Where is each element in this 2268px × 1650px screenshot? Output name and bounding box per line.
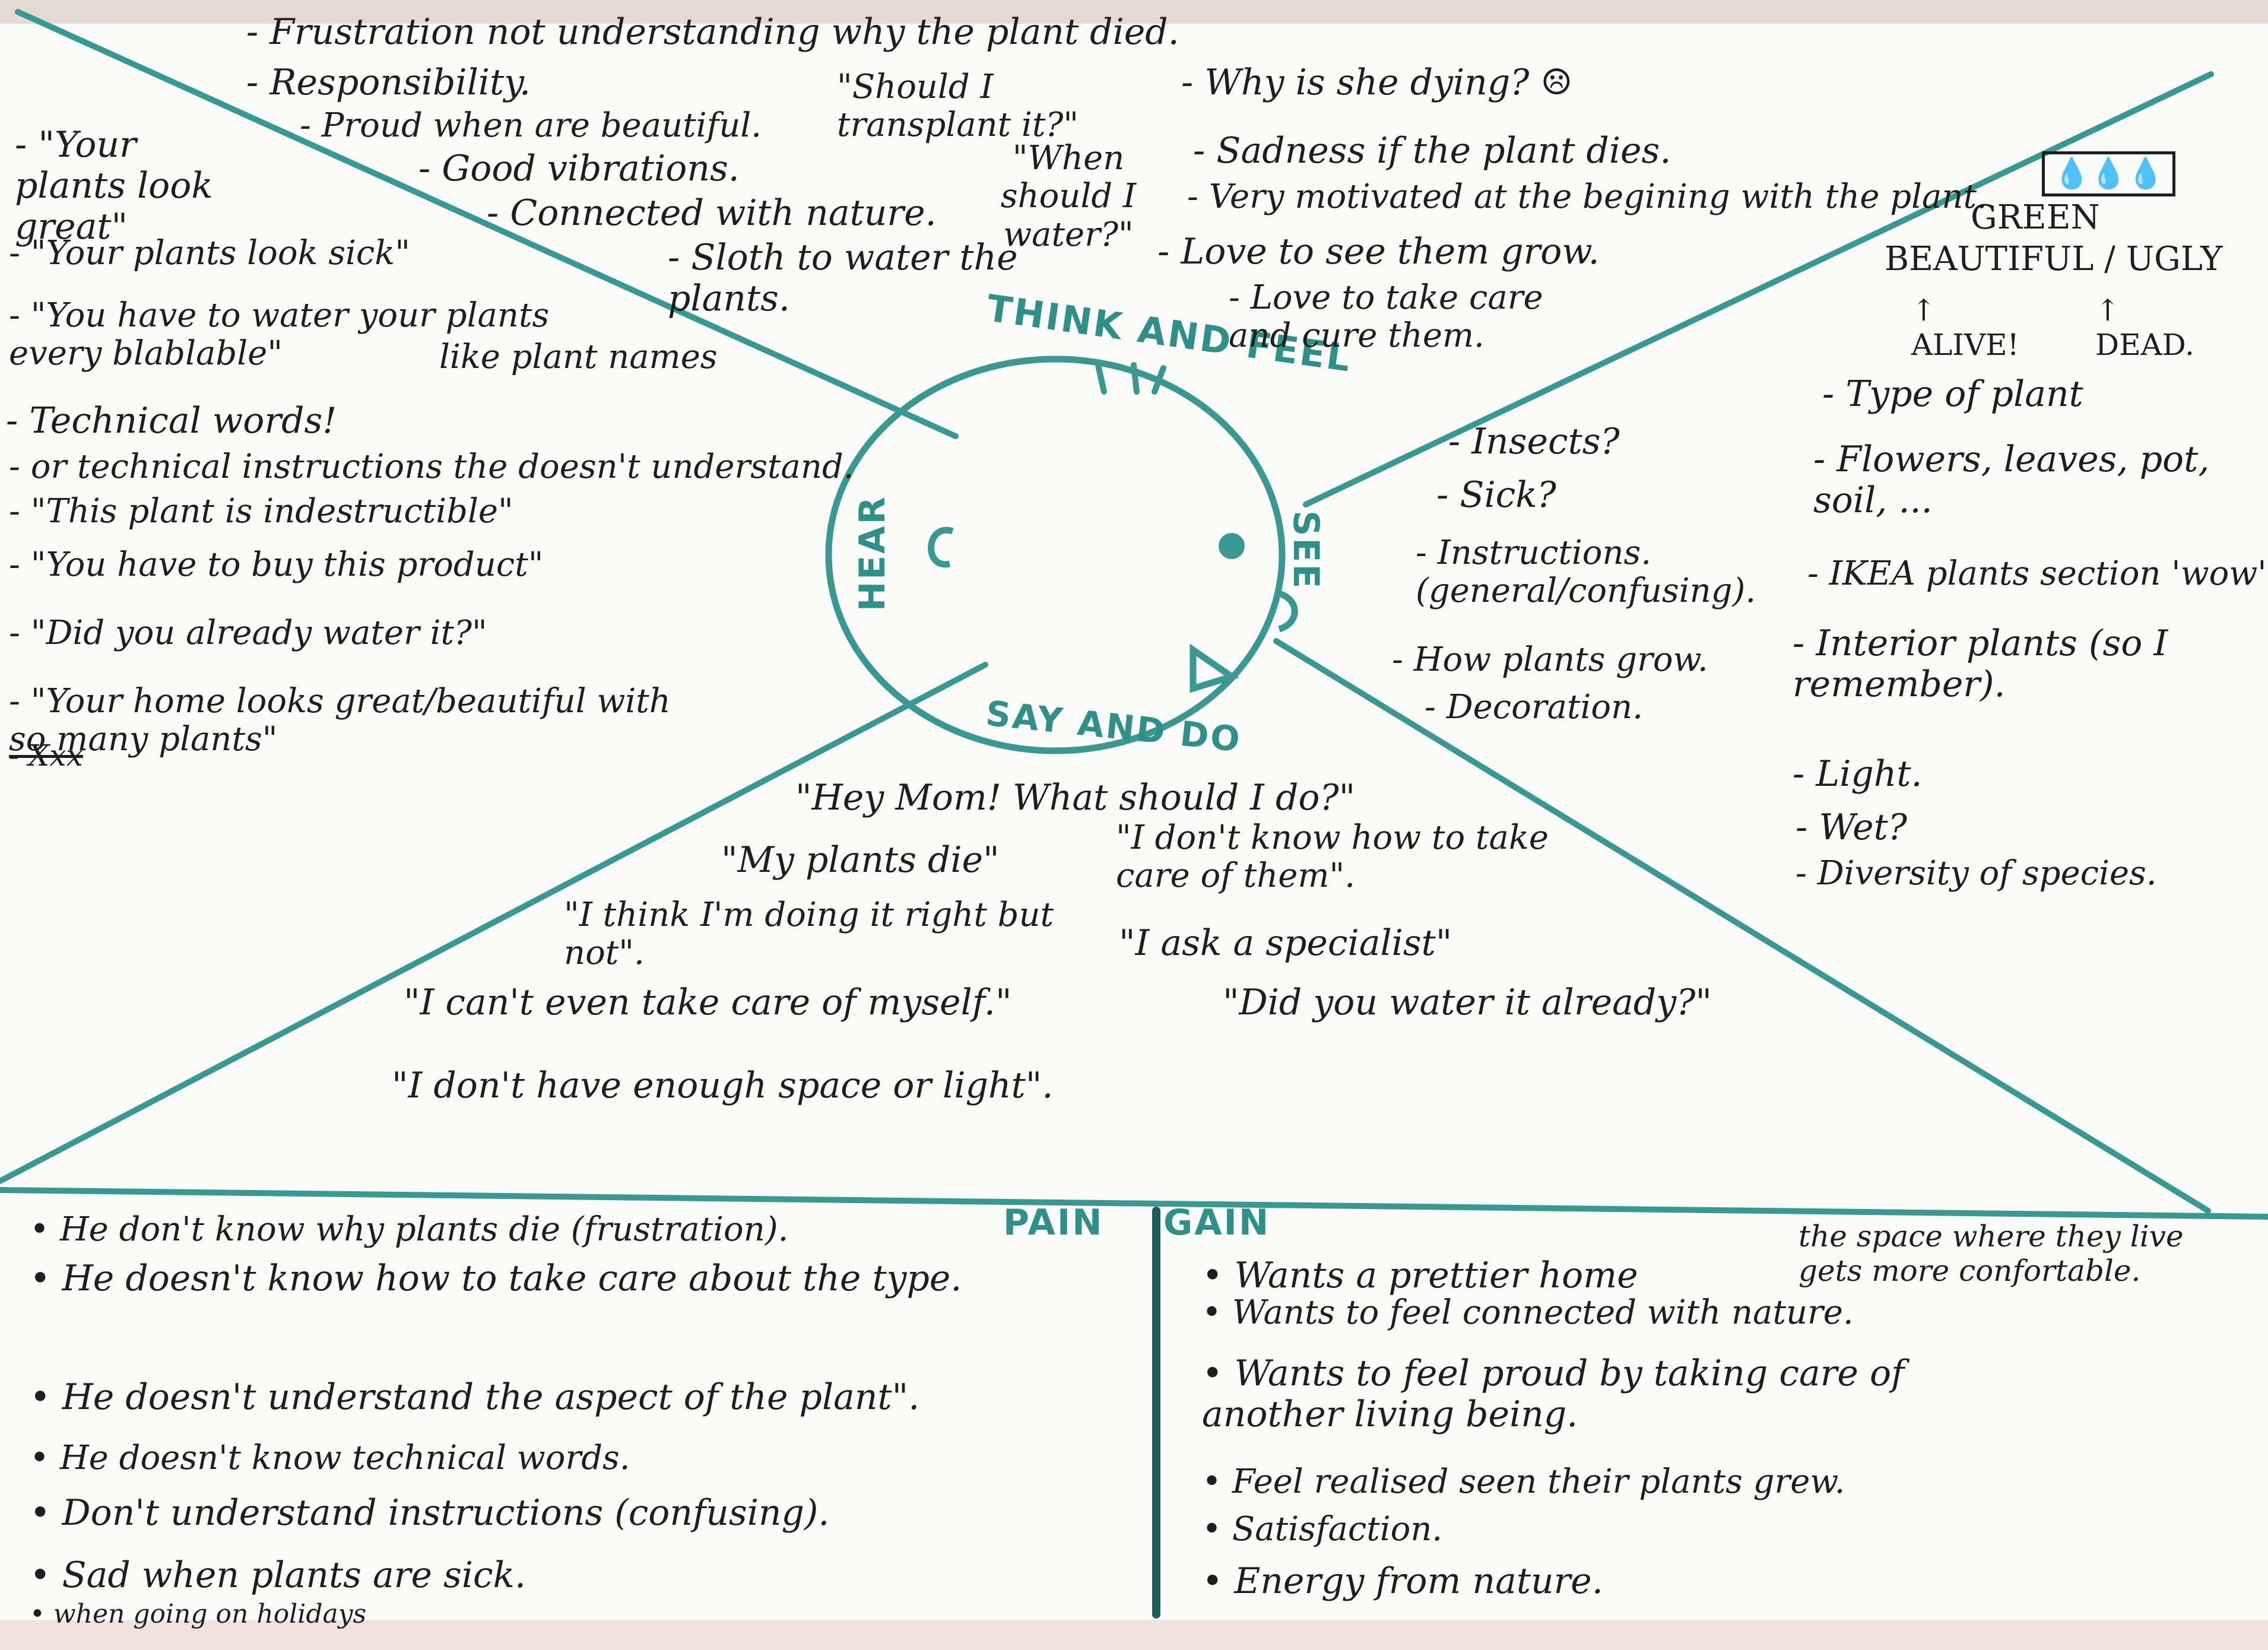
say-item-dont-know: "I don't know how to take care of them".: [1116, 818, 1549, 896]
hear-item-water-plants: - "You have to water your plants every b…: [9, 296, 550, 373]
say-item-plants-die: "My plants die": [721, 839, 1000, 881]
say-item-space-light: "I don't have enough space or light".: [392, 1065, 1054, 1106]
see-item-dead: ↑ DEAD.: [2095, 293, 2194, 362]
see-item-diversity: - Diversity of species.: [1796, 854, 2157, 893]
hear-item-look-sick: - "Your plants look sick": [9, 234, 410, 272]
think-item-transplant: "Should I transplant it?": [837, 68, 1079, 145]
see-item-insects: - Insects?: [1448, 421, 1620, 462]
think-tick-1: [1095, 362, 1107, 395]
diagonal-top-right: [1303, 71, 2214, 507]
think-item-motivated: - Very motivated at the begining with th…: [1187, 177, 1987, 216]
gain-item-proud: Wants to feel proud by taking care of an…: [1202, 1353, 1974, 1435]
water-drops-icon: 💧💧💧: [2042, 151, 2175, 196]
hear-item-technical-words: - Technical words!: [6, 400, 337, 442]
say-item-doing-right: "I think I'm doing it right but not".: [564, 896, 1054, 973]
think-item-why-dying: - Why is she dying? ☹: [1181, 62, 1573, 103]
hear-item-look-great: - "Your plants look great": [15, 124, 213, 248]
think-item-sadness: - Sadness if the plant dies.: [1193, 130, 1671, 172]
head-ear: [928, 526, 954, 568]
hear-item-already-water: - "Did you already water it?": [9, 614, 487, 652]
table-edge-bottom: [0, 1620, 2268, 1650]
see-item-how-grow: - How plants grow.: [1392, 640, 1708, 679]
see-item-instructions: - Instructions. (general/confusing).: [1416, 534, 1756, 611]
hear-item-plant-names: like plant names: [439, 338, 718, 376]
see-item-beautiful-ugly: BEAUTIFUL / UGLY: [1885, 240, 2223, 278]
see-item-decoration: - Decoration.: [1425, 688, 1643, 726]
see-item-flowers: - Flowers, leaves, pot, soil, ...: [1813, 439, 2210, 521]
see-item-interior: - Interior plants (so I remember).: [1793, 623, 2168, 705]
gain-item-prettier-home: Wants a prettier home: [1202, 1255, 1638, 1296]
hear-label: HEAR: [852, 495, 893, 611]
see-item-alive: ↑ ALIVE!: [1911, 293, 2019, 362]
head-circle: [825, 356, 1286, 754]
gain-label: GAIN: [1163, 1202, 1271, 1243]
think-item-good-vibrations: - Good vibrations.: [418, 148, 740, 189]
hear-item-home-great: - "Your home looks great/beautiful with …: [9, 682, 671, 759]
pain-item-take-care: He doesn't know how to take care about t…: [30, 1258, 979, 1299]
gain-item-space-comfortable: the space where they live gets more conf…: [1798, 1219, 2184, 1288]
think-item-when-water: "When should I water?": [1000, 139, 1137, 254]
think-item-love-care: - Love to take care and cure them.: [1229, 278, 1543, 356]
gain-item-realised: Feel realised seen their plants grew.: [1202, 1462, 1845, 1501]
diagonal-bottom-right: [1273, 638, 2211, 1214]
see-item-wet: - Wet?: [1796, 807, 1907, 848]
pain-item-why-die: He don't know why plants die (frustratio…: [30, 1210, 789, 1249]
head-mouth: [1189, 643, 1239, 693]
think-item-proud: - Proud when are beautiful.: [300, 106, 762, 145]
see-label: SEE: [1285, 510, 1327, 591]
think-item-frustration: - Frustration not understanding why the …: [246, 11, 1179, 53]
say-item-hey-mom: "Hey Mom! What should I do?": [795, 777, 1356, 818]
table-edge-top: [0, 0, 2268, 24]
pain-label: PAIN: [1003, 1202, 1104, 1243]
pain-item-holidays: when going on holidays: [30, 1599, 366, 1630]
think-tick-2: [1131, 362, 1140, 395]
pain-item-aspect: He doesn't understand the aspect of the …: [30, 1377, 919, 1418]
see-item-green: GREEN: [1971, 198, 2100, 237]
pain-item-instructions: Don't understand instructions (confusing…: [30, 1493, 829, 1534]
head-eye: [1219, 533, 1245, 559]
think-item-sloth: - Sloth to water the plants.: [668, 237, 1018, 319]
think-item-responsibility: - Responsibility.: [246, 62, 531, 103]
hear-item-indestructible: - "This plant is indestructible": [9, 492, 513, 531]
see-item-ikea: - IKEA plants section 'wow': [1807, 554, 2267, 593]
pain-gain-top-line: [0, 1187, 2268, 1220]
hear-item-buy-product: - "You have to buy this product": [9, 545, 544, 584]
see-item-sick: - Sick?: [1436, 474, 1556, 516]
think-item-love-grow: - Love to see them grow.: [1157, 231, 1600, 272]
say-item-did-you-water: "Did you water it already?": [1223, 982, 1712, 1023]
pain-item-sad: Sad when plants are sick.: [30, 1555, 526, 1596]
gain-item-satisfaction: Satisfaction.: [1202, 1510, 1442, 1549]
say-item-cant-take-care: "I can't even take care of myself.": [404, 982, 1012, 1023]
gain-item-energy: Energy from nature.: [1202, 1561, 1603, 1602]
see-item-light: - Light.: [1793, 753, 1923, 795]
diagonal-top-left: [15, 9, 959, 439]
pain-item-technical: He doesn't know technical words.: [30, 1439, 630, 1477]
say-item-ask-specialist: "I ask a specialist": [1119, 922, 1452, 964]
see-item-type-of-plant: - Type of plant: [1822, 373, 2083, 415]
eye-see-mark: [1278, 590, 1298, 633]
diagonal-bottom-left: [0, 662, 988, 1184]
think-item-connected: - Connected with nature.: [487, 192, 937, 234]
hear-item-crossed-out: - Xxx: [9, 738, 83, 773]
gain-item-connected: Wants to feel connected with nature.: [1202, 1293, 1854, 1332]
hear-item-technical-instructions: - or technical instructions the doesn't …: [9, 448, 854, 486]
think-tick-3: [1152, 365, 1166, 395]
